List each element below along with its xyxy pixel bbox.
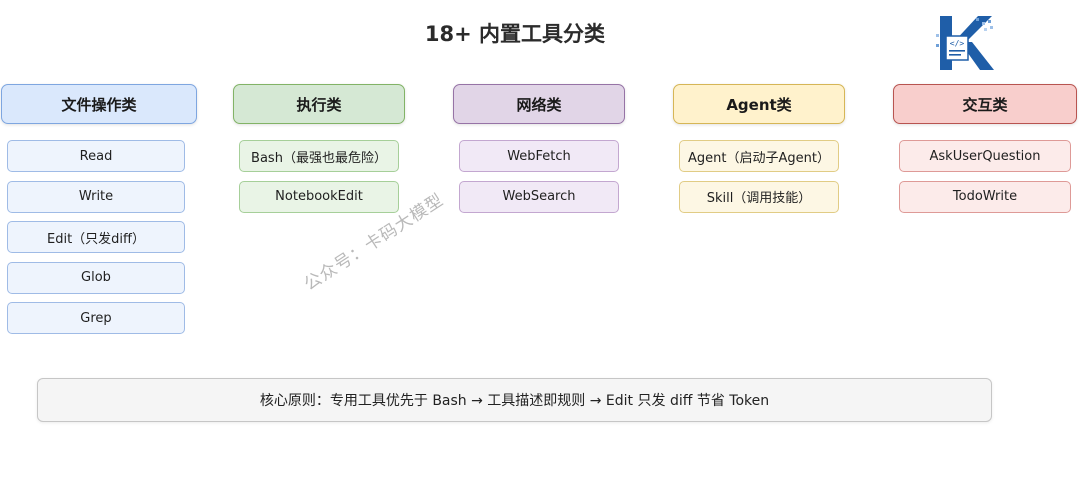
category-file-ops: 文件操作类 Read Write Edit（只发diff） Glob Grep: [1, 84, 197, 334]
tool-glob: Glob: [7, 261, 185, 294]
category-agent: Agent类 Agent（启动子Agent） Skill（调用技能）: [673, 84, 845, 213]
category-header: 执行类: [233, 84, 405, 124]
category-interaction: 交互类 AskUserQuestion TodoWrite: [893, 84, 1077, 213]
category-header: 网络类: [453, 84, 625, 124]
logo-k-icon: </>: [936, 16, 994, 70]
tool-edit: Edit（只发diff）: [7, 221, 185, 253]
category-execution: 执行类 Bash（最强也最危险） NotebookEdit: [233, 84, 405, 213]
tool-agent: Agent（启动子Agent）: [679, 140, 839, 172]
tool-notebook-edit: NotebookEdit: [239, 180, 399, 213]
tool-bash: Bash（最强也最危险）: [239, 140, 399, 172]
category-header: 交互类: [893, 84, 1077, 124]
tool-websearch: WebSearch: [459, 180, 619, 213]
tool-webfetch: WebFetch: [459, 140, 619, 172]
category-network: 网络类 WebFetch WebSearch: [453, 84, 625, 213]
tool-write: Write: [7, 180, 185, 213]
category-header: 文件操作类: [1, 84, 197, 124]
tool-grep: Grep: [7, 302, 185, 334]
logo-glyph: </>: [950, 39, 965, 48]
category-header: Agent类: [673, 84, 845, 124]
tool-todowrite: TodoWrite: [899, 180, 1071, 213]
diagram-title: 18+ 内置工具分类: [424, 22, 606, 46]
tool-read: Read: [7, 140, 185, 172]
core-principle-box: 核心原则：专用工具优先于 Bash → 工具描述即规则 → Edit 只发 di…: [37, 378, 992, 422]
tool-ask-user-question: AskUserQuestion: [899, 140, 1071, 172]
tool-skill: Skill（调用技能）: [679, 180, 839, 213]
